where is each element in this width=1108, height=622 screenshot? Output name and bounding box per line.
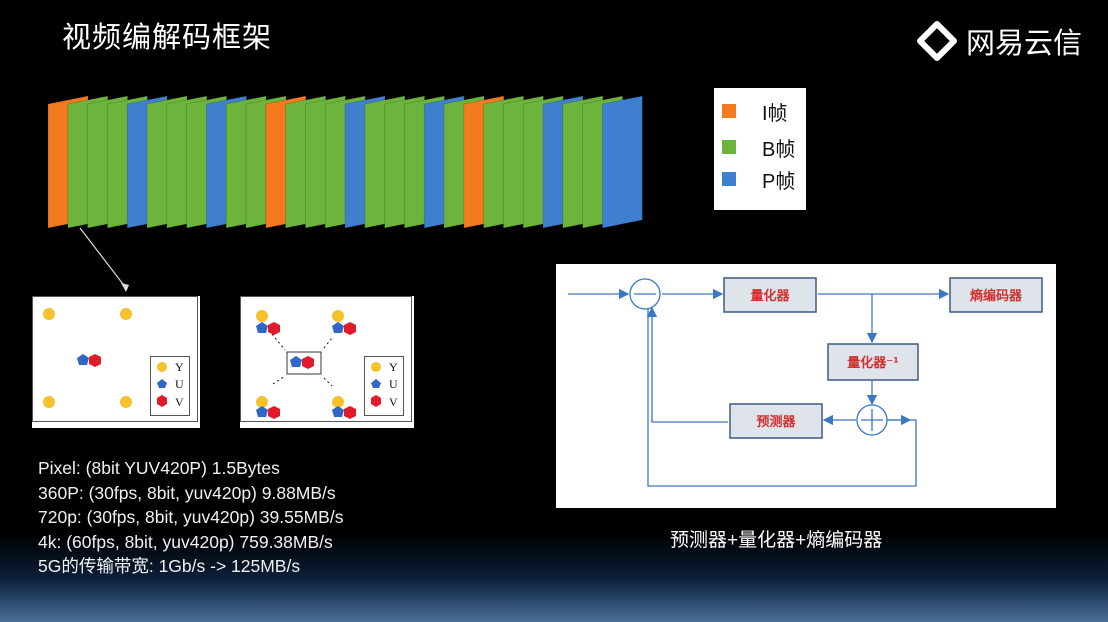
interpolation-box bbox=[286, 351, 322, 375]
quantizer-block bbox=[723, 277, 817, 313]
stat-line-720p: 720p: (30fps, 8bit, yuv420p) 39.55MB/s bbox=[38, 507, 344, 527]
yuv-sampling-panel-left: Y U V bbox=[32, 296, 200, 428]
yuv-key-left: Y U V bbox=[150, 356, 190, 416]
netease-yunxin-logo-icon bbox=[917, 21, 957, 61]
entropy-coder-block bbox=[949, 277, 1043, 313]
stat-line-pixel: Pixel: (8bit YUV420P) 1.5Bytes bbox=[38, 458, 280, 478]
outer-feedback-line bbox=[647, 308, 917, 487]
inverse-quantizer-block bbox=[827, 343, 919, 381]
u-letter: U bbox=[389, 377, 398, 391]
predictor-feedback-arrow bbox=[646, 306, 728, 423]
legend-item-i: I帧 bbox=[722, 100, 788, 125]
quantizer-label: 量化器 bbox=[750, 288, 790, 304]
encoder-diagram: 量化器 熵编码器 量化器⁻¹ 预测器 bbox=[556, 264, 1056, 508]
legend-label-p: P帧 bbox=[762, 170, 796, 193]
brand-logo: 网易云信 bbox=[916, 20, 1082, 62]
v-sample-hexagon bbox=[344, 406, 356, 419]
legend-swatch-i bbox=[722, 104, 736, 118]
legend-item-p: P帧 bbox=[722, 168, 795, 193]
yuv-panel-right-border bbox=[240, 296, 412, 422]
dash-line bbox=[323, 377, 333, 387]
encoder-caption: 预测器+量化器+熵编码器 bbox=[670, 530, 883, 551]
v-sample-hexagon bbox=[268, 406, 280, 419]
page-title: 视频编解码框架 bbox=[62, 22, 273, 54]
u-sample-pentagon bbox=[332, 406, 344, 417]
v-letter: V bbox=[175, 395, 184, 409]
y-sample-dot bbox=[120, 396, 132, 408]
y-sample-dot bbox=[332, 396, 344, 408]
u-letter: U bbox=[175, 377, 184, 391]
yuv-pixels-right bbox=[256, 310, 356, 419]
stat-line-4k: 4k: (60fps, 8bit, yuv420p) 759.38MB/s bbox=[38, 531, 333, 552]
dash-line bbox=[323, 337, 333, 349]
y-sample-dot bbox=[43, 308, 55, 320]
entropy-coder-label: 熵编码器 bbox=[969, 288, 1023, 304]
y-sample-dot bbox=[43, 396, 55, 408]
legend-swatch-p bbox=[722, 172, 736, 186]
legend-swatch-b bbox=[722, 140, 736, 154]
y-key-icon bbox=[157, 362, 167, 372]
v-sample-hexagon bbox=[268, 322, 280, 335]
brand-name: 网易云信 bbox=[966, 28, 1083, 60]
dash-line bbox=[271, 333, 286, 351]
v-sample-hexagon bbox=[89, 354, 101, 367]
bandwidth-stats: Pixel: (8bit YUV420P) 1.5Bytes 360P: (30… bbox=[38, 456, 343, 579]
y-sample-dot bbox=[256, 396, 268, 408]
y-key-icon bbox=[371, 362, 381, 372]
predictor-label: 预测器 bbox=[756, 414, 796, 430]
u-sample-pentagon bbox=[256, 406, 268, 417]
u-key-icon bbox=[371, 379, 381, 388]
v-letter: V bbox=[389, 395, 398, 409]
encoder-flow-svg: 量化器 熵编码器 量化器⁻¹ 预测器 bbox=[568, 277, 1043, 487]
u-sample-pentagon bbox=[77, 354, 89, 365]
v-sample-hexagon bbox=[344, 322, 356, 335]
y-sample-dot bbox=[332, 310, 344, 322]
frame-sequence bbox=[47, 95, 643, 229]
v-sample-hexagon bbox=[302, 356, 314, 369]
legend-item-b: B帧 bbox=[722, 136, 795, 161]
y-letter: Y bbox=[389, 360, 398, 374]
legend-label-i: I帧 bbox=[762, 102, 788, 125]
dash-line bbox=[272, 375, 286, 385]
pointer-arrow bbox=[79, 227, 129, 292]
u-sample-pentagon bbox=[256, 322, 268, 333]
inverse-quantizer-label: 量化器⁻¹ bbox=[847, 355, 899, 371]
stat-line-5g: 5G的传输带宽: 1Gb/s -> 125MB/s bbox=[38, 556, 301, 576]
p-frame bbox=[602, 95, 643, 229]
u-key-icon bbox=[157, 379, 167, 388]
u-sample-pentagon bbox=[290, 356, 302, 367]
u-sample-pentagon bbox=[332, 322, 344, 333]
y-letter: Y bbox=[175, 360, 184, 374]
y-sample-dot bbox=[120, 308, 132, 320]
yuv-panel-left-border bbox=[32, 296, 198, 422]
predictor-block bbox=[729, 403, 823, 439]
legend-label-b: B帧 bbox=[762, 138, 796, 161]
v-key-icon bbox=[157, 395, 167, 407]
yuv-key-right: Y U V bbox=[364, 356, 404, 416]
stat-line-360p: 360P: (30fps, 8bit, yuv420p) 9.88MB/s bbox=[38, 482, 336, 503]
yuv-pixels-left bbox=[43, 308, 132, 408]
y-sample-dot bbox=[256, 310, 268, 322]
v-key-icon bbox=[371, 395, 381, 407]
frame-legend: I帧 B帧 P帧 bbox=[714, 88, 806, 210]
yuv-sampling-panel-right: Y U V bbox=[240, 296, 414, 428]
